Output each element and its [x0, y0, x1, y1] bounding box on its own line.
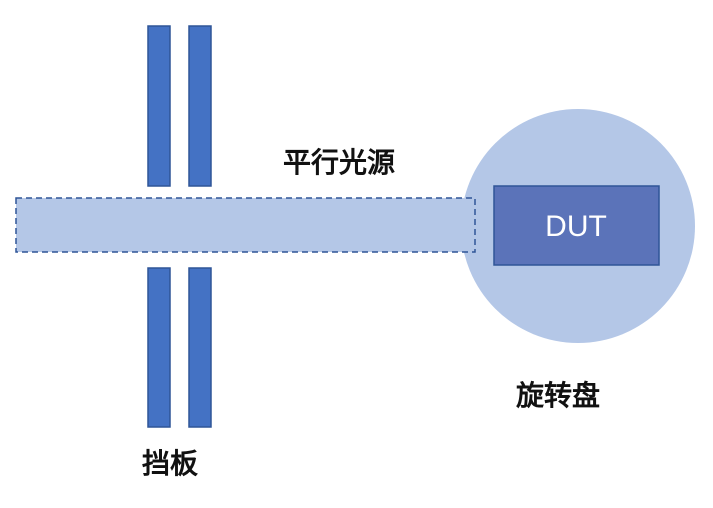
turntable-label: 旋转盘: [516, 379, 600, 412]
dut-label: DUT: [545, 210, 607, 243]
baffle-upper-right: [188, 25, 212, 187]
baffle-label: 挡板: [142, 447, 198, 480]
dut-box: [493, 185, 660, 266]
light-source-label: 平行光源: [283, 146, 395, 179]
baffle-upper-left: [147, 25, 171, 187]
baffle-lower-right: [188, 267, 212, 428]
parallel-light-beam: [15, 197, 476, 253]
baffle-lower-left: [147, 267, 171, 428]
